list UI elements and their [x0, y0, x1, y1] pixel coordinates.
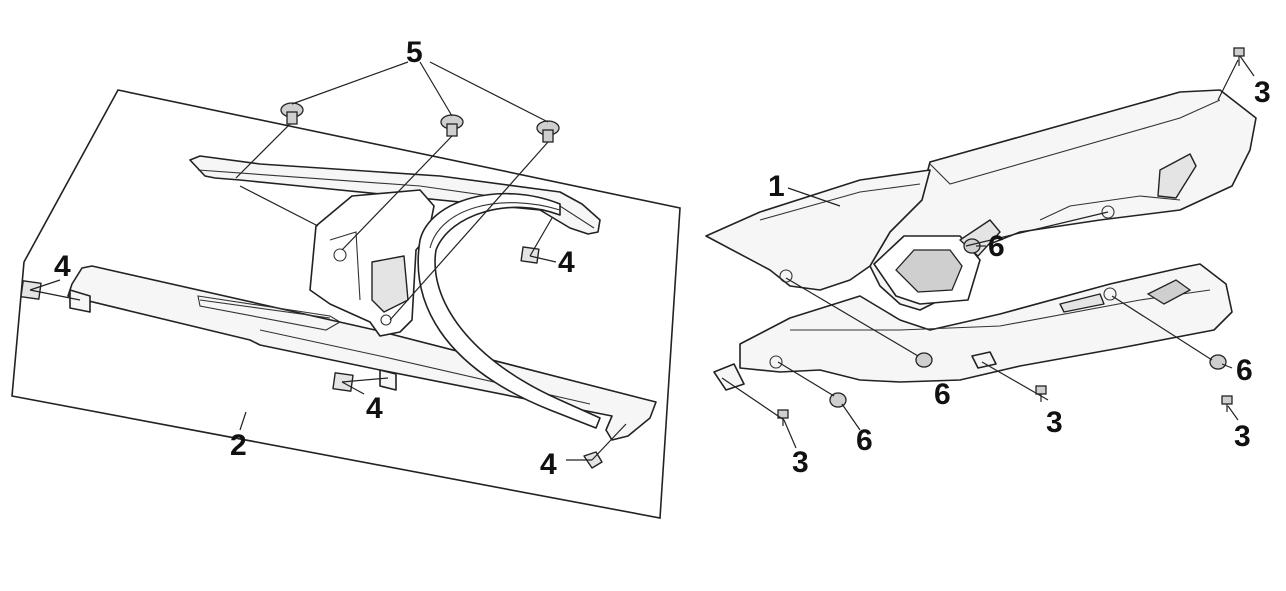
callout-4b: 4 [558, 246, 575, 279]
callout-2: 2 [230, 429, 247, 462]
callout-3d: 3 [1234, 420, 1251, 453]
callout-5: 5 [406, 36, 423, 69]
callout-1: 1 [768, 170, 785, 203]
callout-3a: 3 [1254, 76, 1271, 109]
callout-6b: 6 [934, 378, 951, 411]
callout-3b: 3 [1046, 406, 1063, 439]
part-5-fasteners [280, 102, 560, 143]
callout-6d: 6 [856, 424, 873, 457]
part-3-screws [777, 47, 1245, 426]
right-leader-lines [721, 55, 1255, 449]
callout-3c: 3 [792, 446, 809, 479]
callout-labels: 5 4 4 4 4 2 1 3 6 6 6 3 6 3 3 [54, 36, 1271, 481]
part-2-cover [67, 155, 657, 441]
callout-4a: 4 [54, 250, 71, 283]
left-leader-lines [29, 61, 627, 461]
callout-6c: 6 [1236, 354, 1253, 387]
part-1-side-cover [705, 89, 1257, 391]
callout-4c: 4 [366, 392, 383, 425]
callout-6a: 6 [988, 230, 1005, 263]
left-assembly [11, 61, 681, 519]
right-assembly [705, 47, 1257, 449]
callout-4d: 4 [540, 448, 557, 481]
part-6-nuts [829, 238, 1227, 408]
